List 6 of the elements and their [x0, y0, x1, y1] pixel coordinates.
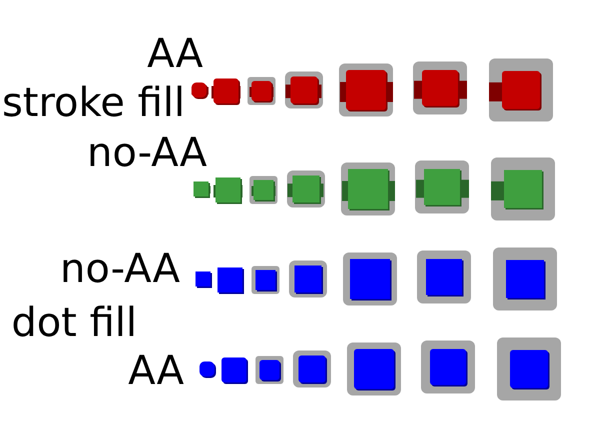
row-label: no-AA	[87, 130, 207, 176]
row-label: no-AA	[60, 246, 180, 292]
row-label: AA	[147, 31, 203, 77]
row-label: stroke fill	[2, 80, 185, 126]
row-label: AA	[128, 348, 184, 394]
row-label: dot fill	[11, 300, 137, 346]
